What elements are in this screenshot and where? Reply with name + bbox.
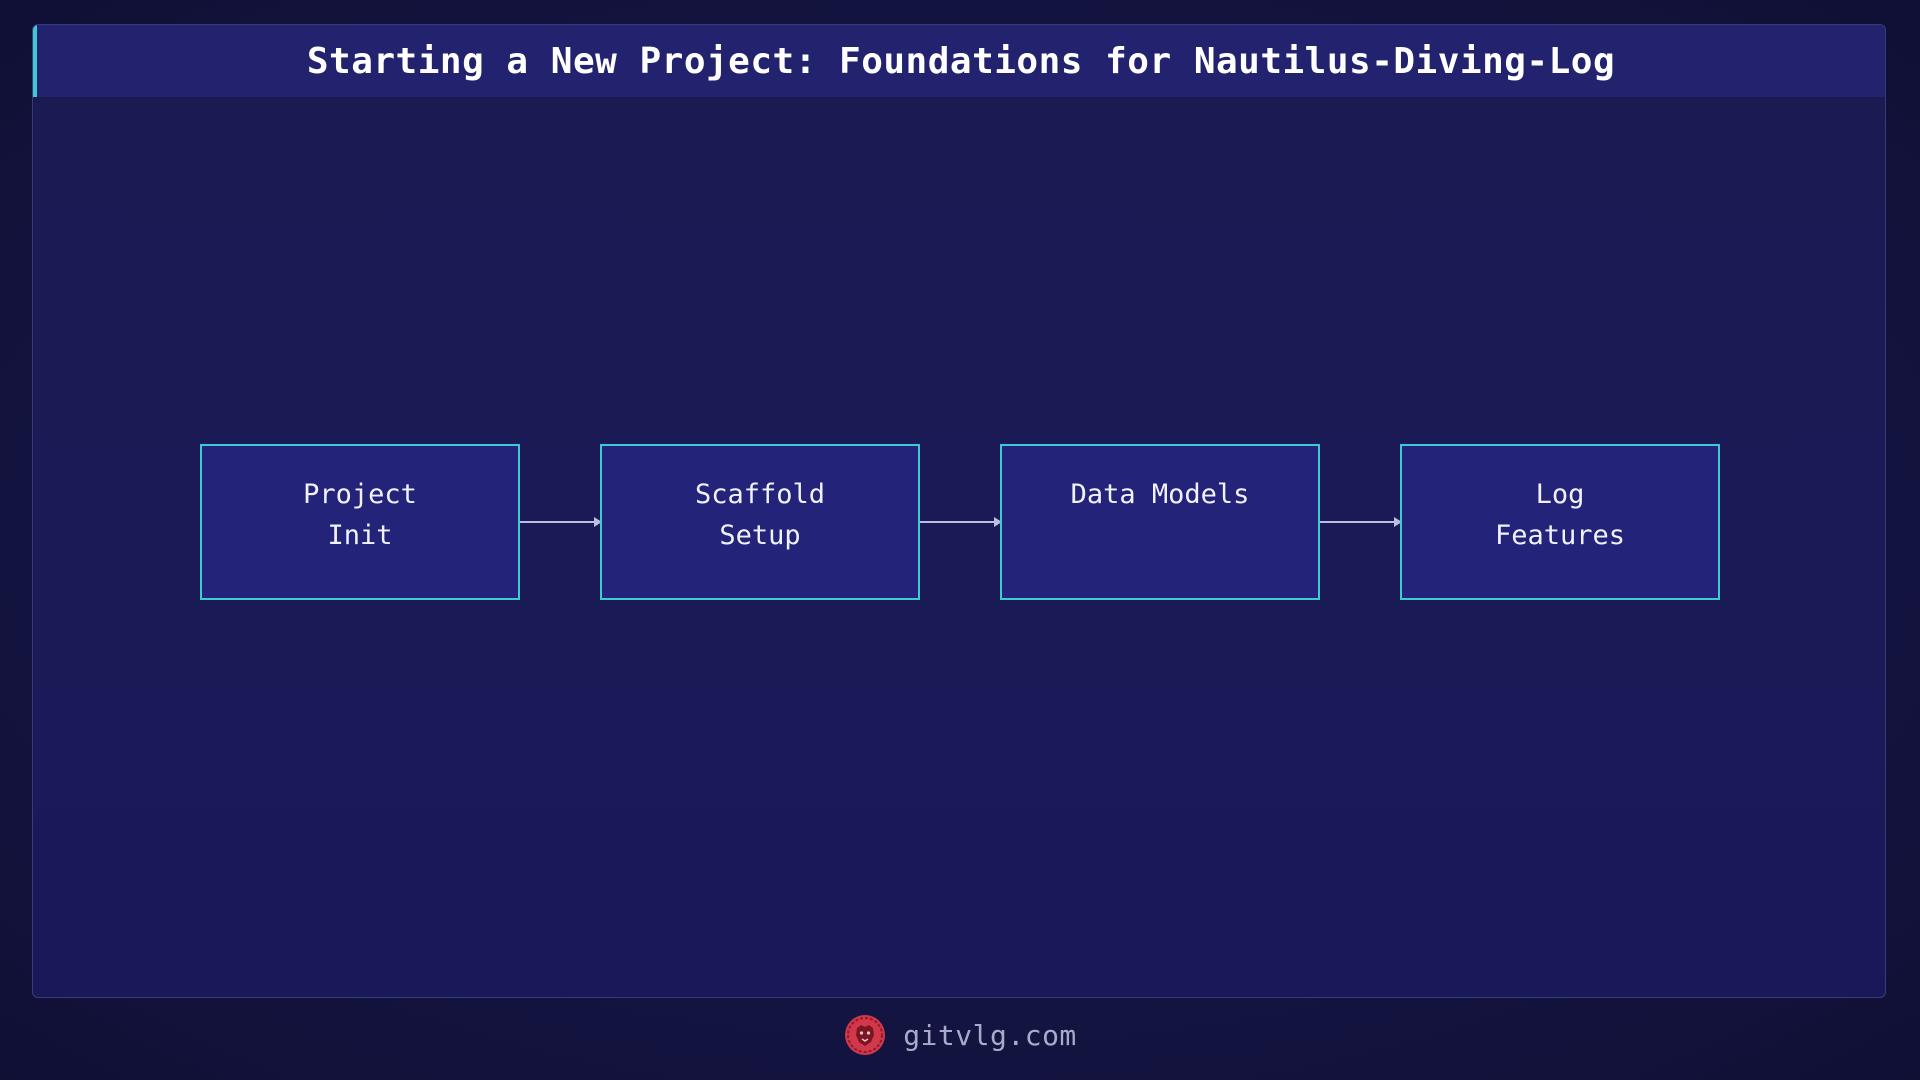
footer: gitvlg.com <box>0 1010 1920 1060</box>
page-title: Starting a New Project: Foundations for … <box>306 40 1616 82</box>
node-scaffold-setup: Scaffold Setup <box>600 444 920 600</box>
card-header: Starting a New Project: Foundations for … <box>33 25 1885 97</box>
arrow-scaffold-setup-to-data-models <box>920 517 1002 527</box>
node-data-models: Data Models <box>1000 444 1320 600</box>
node-label-line: Project <box>303 479 417 510</box>
lion-head-icon <box>845 1015 886 1055</box>
node-log-features: Log Features <box>1400 444 1720 600</box>
footer-site-name: gitvlg.com <box>903 1018 1077 1052</box>
node-label-line: Scaffold <box>694 479 826 510</box>
node-label-line: Setup <box>719 520 801 551</box>
node-label-line: Init <box>327 520 393 551</box>
arrow-project-init-to-scaffold-setup <box>520 517 602 527</box>
arrow-data-models-to-log-features <box>1320 517 1402 527</box>
node-label-line: Data Models <box>1070 479 1250 510</box>
node-label-line: Log <box>1535 479 1585 510</box>
node-label-line: Features <box>1494 520 1626 551</box>
node-project-init: Project Init <box>200 444 520 600</box>
